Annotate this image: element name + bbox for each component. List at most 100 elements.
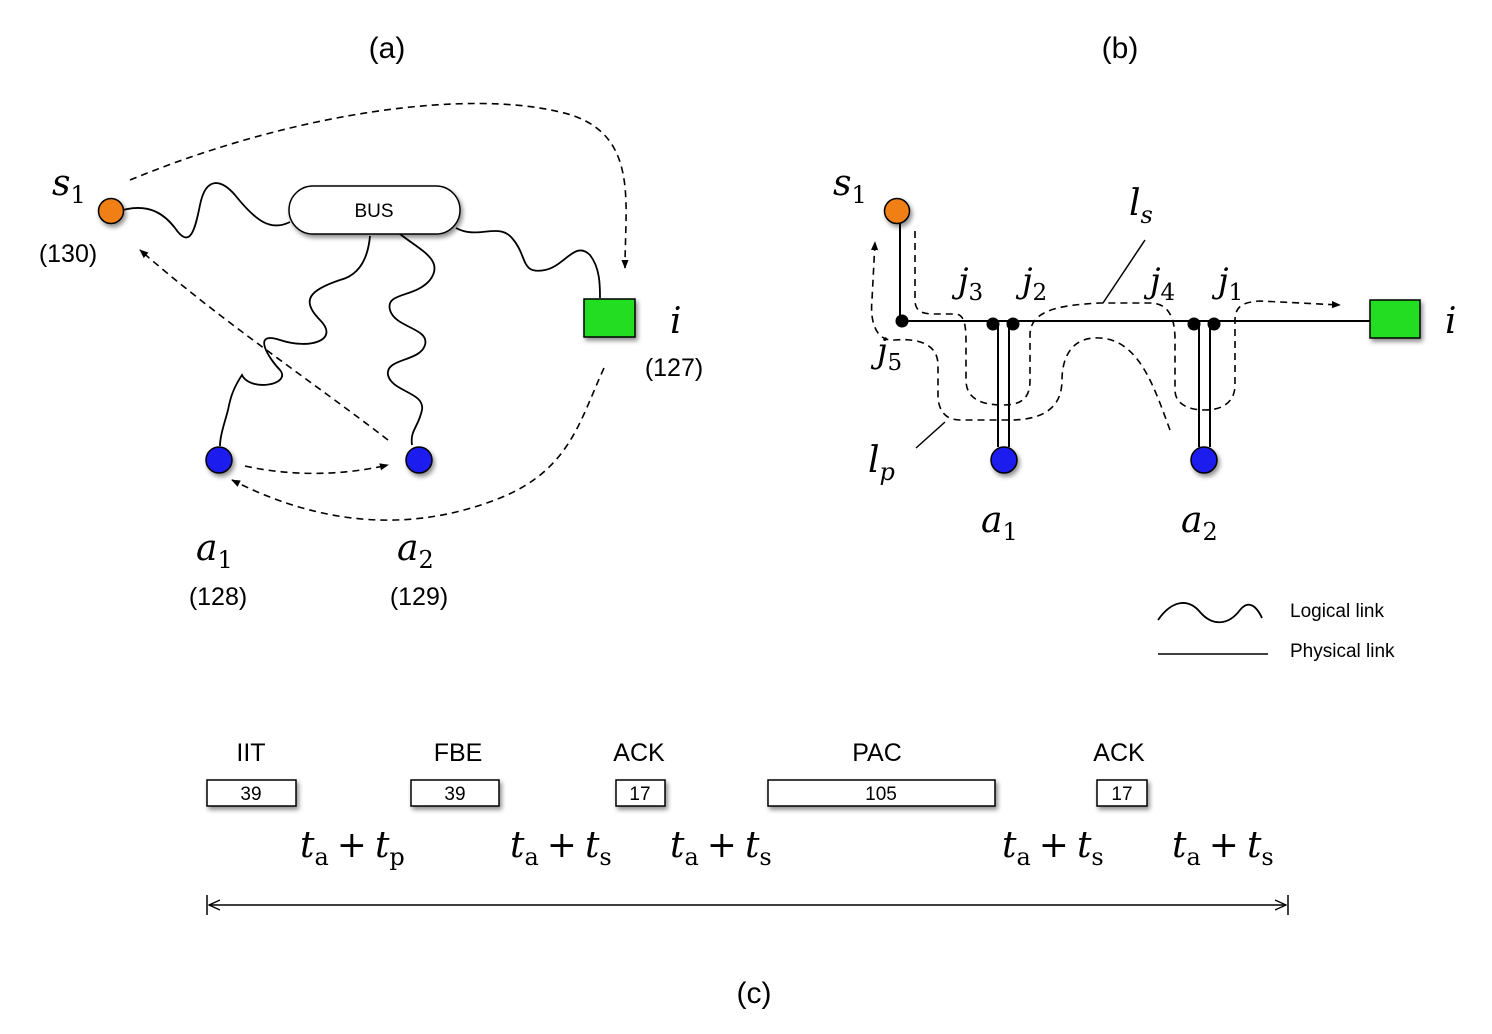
label-a1-name: a [196,528,217,569]
packet-label-ack-1: ACK [613,739,665,767]
label-j5: j5 [870,331,902,376]
node-b-a1 [990,446,1018,474]
junction-j1 [1207,317,1221,331]
gap-5-bsub: s [1261,843,1273,871]
path-ls [914,231,1341,411]
logical-link-s1-bus [122,182,291,239]
gap-3-b: t [745,825,760,866]
node-a1 [205,446,233,474]
label-s1: s1 [52,163,86,209]
label-j5-sub: 5 [888,350,903,376]
node-b-a2 [1190,446,1218,474]
packet-size-ack-2: 17 [1111,784,1132,805]
label-b-a1-sub: 1 [1002,518,1017,546]
label-b-s1-name: s [833,163,851,204]
junction-j5 [895,314,909,328]
gap-formula-1: ta+tp [300,825,405,871]
label-a2-name: a [397,528,418,569]
label-a2-sub: 2 [418,546,433,574]
packet-box-iit [206,779,297,807]
packet-box-pac [767,779,996,807]
junction-j4 [1187,317,1201,331]
packet-box-ack-1 [615,779,666,807]
junction-j3 [986,317,1000,331]
node-a2 [405,446,433,474]
gap-2-b: t [585,825,600,866]
packet-box-ack-2 [1096,779,1148,807]
label-b-a2-name: a [1181,500,1202,541]
legend: Logical link Physical link [1157,601,1395,662]
gap-formula-5: ta+ts [1172,825,1274,871]
panel-b-title: (b) [1102,32,1139,65]
gap-3-a: t [670,825,685,866]
leader-ls [1102,239,1146,304]
bus-node [288,185,461,235]
panel-c: IIT FBE ACK PAC ACK 39 39 17 105 17 ta+t… [206,739,1289,1010]
label-j4-name: j [1143,261,1161,301]
id-a1: (128) [189,583,247,611]
packet-size-iit: 39 [240,784,261,805]
gap-3-asub: a [684,843,698,871]
label-b-s1-sub: 1 [851,181,866,209]
gap-4-bsub: s [1091,843,1103,871]
leader-lp [915,421,946,449]
legend-logical-symbol [1157,602,1263,624]
node-i [583,298,636,338]
label-j2-name: j [1015,261,1033,301]
label-j4: j4 [1143,261,1175,306]
label-a2: a2 [397,528,434,574]
label-s1-name: s [52,163,70,204]
node-b-s1 [883,197,911,225]
label-a1: a1 [196,528,233,574]
gap-1-asub: a [314,843,328,871]
label-b-a2: a2 [1181,500,1218,546]
label-lp-sub: p [880,458,895,486]
flow-i-to-a1 [231,367,605,521]
gap-2-a: t [510,825,525,866]
label-b-s1: s1 [833,163,867,209]
node-s1 [97,197,125,225]
gap-2-op: + [547,825,577,866]
label-j2: j2 [1015,261,1047,306]
label-j4-sub: 4 [1161,280,1176,306]
flow-a2-to-s1 [139,249,389,441]
legend-physical-label: Physical link [1290,641,1395,662]
panel-b: (b) s1 i a1 a2 j3 j2 j4 j1 [833,32,1457,662]
gap-3-op: + [707,825,737,866]
label-j2-sub: 2 [1033,280,1048,306]
gap-1-a: t [300,825,315,866]
packet-size-pac: 105 [865,784,897,805]
path-lp [870,241,1171,431]
gap-5-b: t [1247,825,1262,866]
packet-label-pac: PAC [852,739,902,767]
label-lp-name: l [868,440,880,481]
label-ls-name: l [1129,183,1141,224]
panel-a: (a) BUS s1 (130) i (127) a1 (128) a2 (12… [39,32,703,611]
gap-1-b: t [375,825,390,866]
label-j1-sub: 1 [1229,280,1244,306]
label-j3-name: j [951,261,969,301]
gap-3-bsub: s [759,843,771,871]
junction-j2 [1006,317,1020,331]
label-j3-sub: 3 [969,280,984,306]
gap-4-a: t [1002,825,1017,866]
label-b-a1: a1 [981,500,1018,546]
packet-size-fbe: 39 [444,784,465,805]
label-s1-sub: 1 [70,181,85,209]
label-a1-sub: 1 [217,546,232,574]
gap-formula-2: ta+ts [510,825,612,871]
gap-2-bsub: s [599,843,611,871]
gap-5-op: + [1209,825,1239,866]
label-lp: lp [868,440,895,486]
gap-formula-4: ta+ts [1002,825,1104,871]
gap-1-bsub: p [389,843,404,871]
flow-s1-to-i [129,102,629,269]
label-j5-name: j [870,331,888,371]
packet-label-ack-2: ACK [1093,739,1145,767]
flow-a1-to-a2 [244,463,389,475]
logical-link-bus-a1 [219,235,371,447]
id-a2: (129) [390,583,448,611]
panel-a-title: (a) [369,32,406,65]
node-b-i [1369,299,1421,339]
